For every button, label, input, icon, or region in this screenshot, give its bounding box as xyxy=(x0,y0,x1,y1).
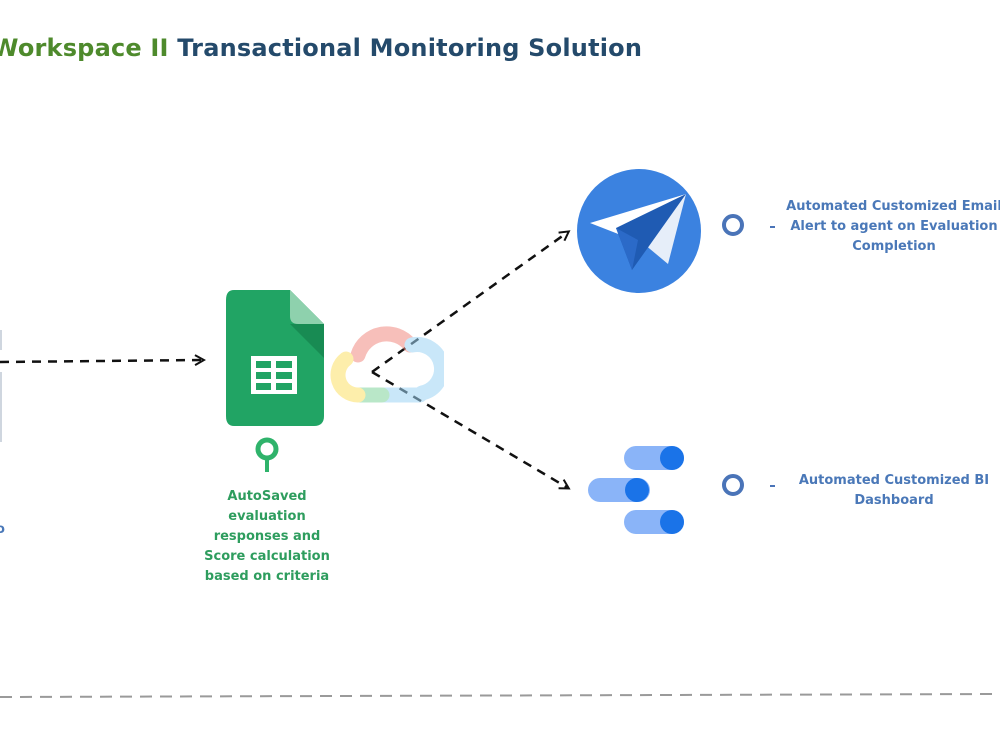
diagram-title: Workspace II Transactional Monitoring So… xyxy=(0,34,642,62)
bi-caption: Automated Customized BI Dashboard xyxy=(798,473,990,508)
email-caption: Automated Customized Email Alert to agen… xyxy=(786,199,1000,254)
cropped-left-text: o xyxy=(0,522,5,537)
title-workspace: Workspace II xyxy=(0,34,169,62)
arrow-to-sheets xyxy=(0,360,203,362)
bi-node-marker xyxy=(722,474,744,496)
email-node-marker xyxy=(722,214,744,236)
title-solution: Transactional Monitoring Solution xyxy=(177,34,643,62)
bottom-divider xyxy=(0,693,1000,698)
email-marker-dash xyxy=(770,226,775,228)
left-node-edge xyxy=(0,372,2,442)
google-cloud-icon xyxy=(330,326,444,403)
left-node-edge xyxy=(0,330,2,350)
bi-marker-dash xyxy=(770,485,775,487)
sheets-caption: AutoSaved evaluation responses and Score… xyxy=(204,489,330,584)
location-pin-icon xyxy=(254,436,280,476)
paper-plane-send-icon xyxy=(577,169,701,293)
google-sheets-icon xyxy=(226,290,324,426)
looker-studio-icon xyxy=(588,446,684,534)
